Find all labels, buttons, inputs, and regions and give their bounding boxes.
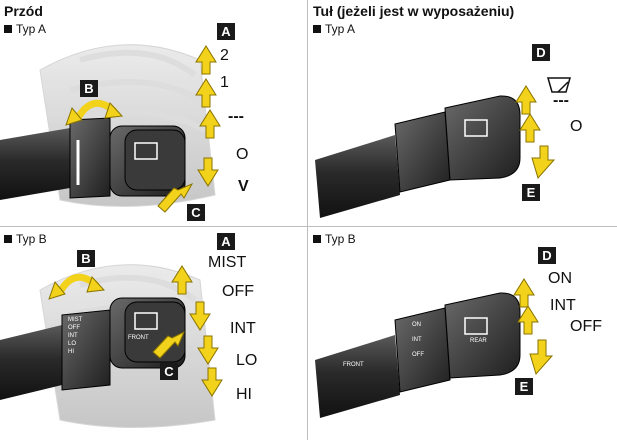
front-a-pos-v: V: [238, 178, 249, 195]
front-b-switch-marks: MIST OFF INT LO HI: [68, 317, 83, 355]
vertical-divider: [307, 0, 308, 440]
rear-b-rear-mark: REAR: [470, 338, 487, 344]
rear-typeA-arrows: [515, 85, 556, 180]
front-a-pos-dashes: ---: [228, 108, 244, 125]
front-b-pos-lo: LO: [236, 352, 258, 369]
front-typeA-label: Typ A: [4, 22, 46, 36]
front-b-front-mark: FRONT: [128, 335, 149, 341]
front-typeB-label: Typ B: [4, 232, 47, 246]
front-a-pos-2: 2: [220, 47, 229, 64]
rear-a-pos-o: O: [570, 118, 583, 135]
badge-B: B: [77, 250, 95, 267]
rear-a-pos-dashes: ---: [553, 92, 569, 109]
badge-C: C: [160, 363, 178, 380]
front-heading: Przód: [4, 3, 43, 19]
badge-C: C: [187, 204, 205, 221]
rear-b-pos-on: ON: [548, 270, 572, 287]
badge-D: D: [532, 44, 550, 61]
front-b-pos-mist: MIST: [208, 254, 247, 271]
front-b-pos-hi: HI: [236, 386, 252, 403]
badge-B: B: [80, 80, 98, 97]
rear-typeB-arrows: [513, 278, 554, 376]
rear-b-switch-marks: ON INT OFF: [412, 322, 424, 358]
front-a-pos-o: O: [236, 146, 249, 163]
rear-b-pos-int: INT: [550, 297, 576, 314]
badge-A: A: [217, 23, 235, 40]
front-typeA-stalk: [0, 117, 186, 200]
badge-A: A: [217, 233, 235, 250]
front-b-pos-int: INT: [230, 320, 256, 337]
badge-E: E: [522, 184, 540, 201]
horizontal-divider: [0, 226, 617, 227]
front-typeA-arrows: [65, 45, 221, 213]
badge-D: D: [538, 247, 556, 264]
rear-typeA-label: Typ A: [313, 22, 355, 36]
rear-typeB-label: Typ B: [313, 232, 356, 246]
rear-typeA-stalk: [315, 95, 521, 218]
badge-E: E: [515, 378, 533, 395]
rear-wiper-symbol: [547, 77, 571, 93]
front-typeB-stalk: [0, 297, 186, 400]
rear-heading: Tuł (jeżeli jest w wyposażeniu): [313, 3, 515, 19]
front-typeB-arrows: [48, 265, 223, 397]
rear-b-pos-off: OFF: [570, 318, 602, 335]
front-b-pos-off: OFF: [222, 283, 254, 300]
front-a-pos-1: 1: [220, 74, 229, 91]
rear-b-front-mark: FRONT: [343, 362, 364, 368]
rear-typeB-stalk: [315, 292, 521, 418]
